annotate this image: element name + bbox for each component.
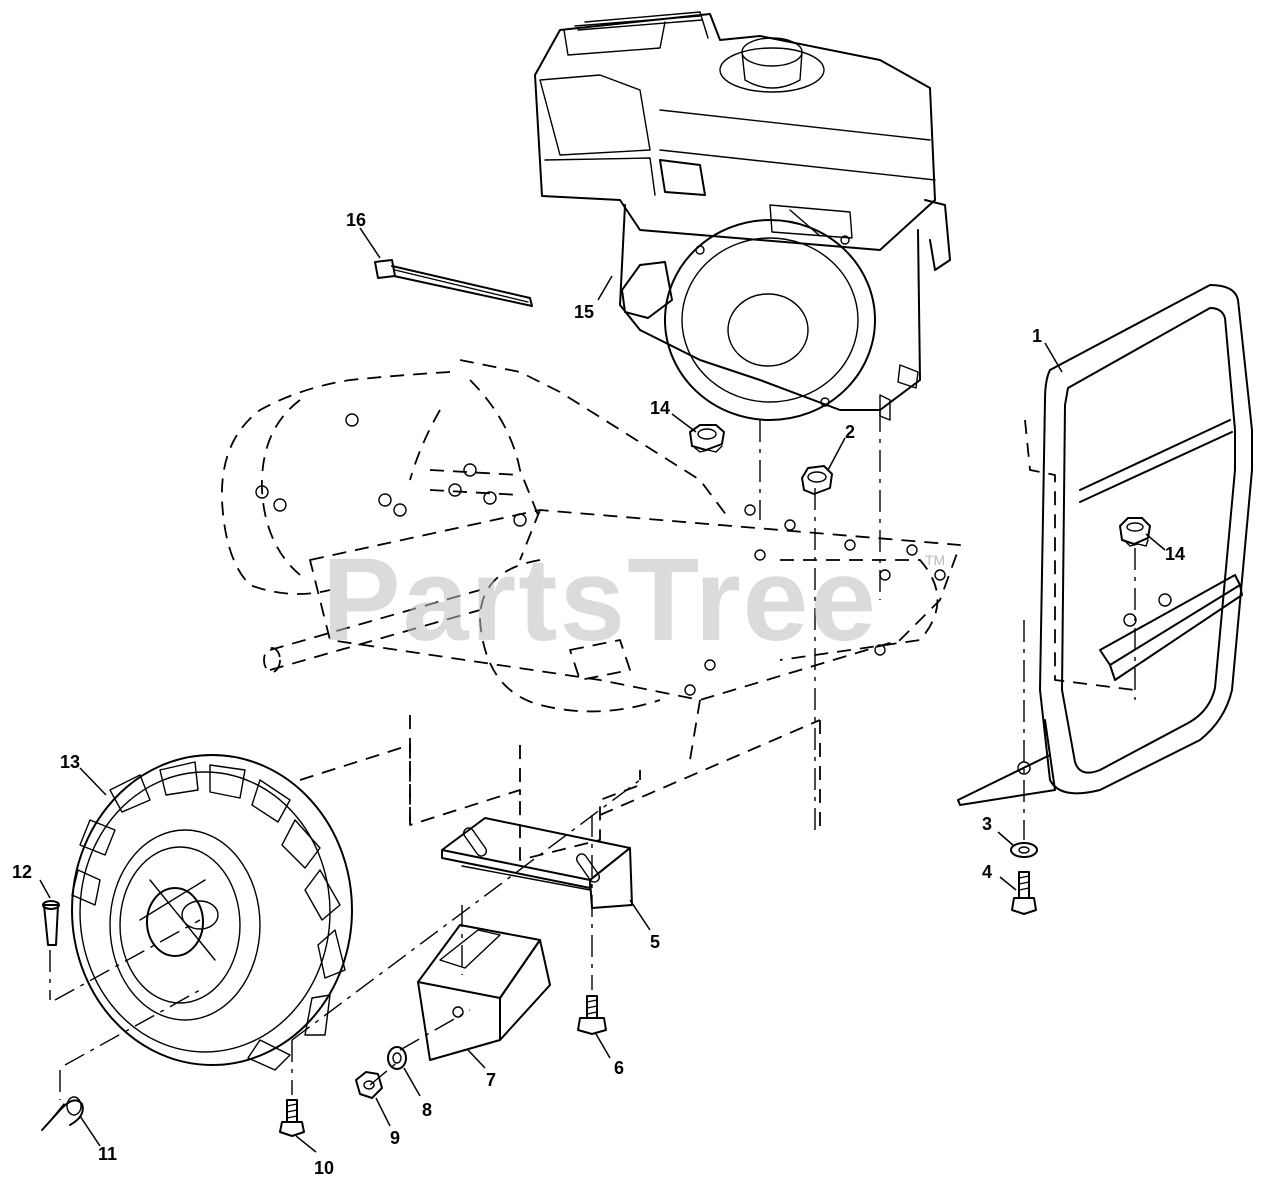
callout-14b[interactable]: 14 (1165, 544, 1185, 564)
leader-lines (39, 227, 1166, 1153)
hex-nut-part[interactable] (801, 465, 833, 495)
hairpin-clip-part[interactable] (41, 1096, 84, 1131)
bumper-bracket-part[interactable] (957, 284, 1253, 806)
callout-12[interactable]: 12 (12, 862, 32, 882)
callout-6[interactable]: 6 (614, 1058, 624, 1078)
flange-nut-part-upper[interactable] (689, 424, 725, 453)
clevis-pin-part[interactable] (42, 900, 60, 946)
bracket-plate-part[interactable] (441, 817, 633, 909)
watermark-text: PartsTree (322, 534, 878, 666)
callout-8[interactable]: 8 (422, 1100, 432, 1120)
callout-3[interactable]: 3 (982, 814, 992, 834)
wheel-tire-part[interactable] (71, 754, 353, 1071)
callout-1[interactable]: 1 (1032, 326, 1042, 346)
wheel-weight-part[interactable] (417, 924, 551, 1061)
callout-7[interactable]: 7 (486, 1070, 496, 1090)
callout-16[interactable]: 16 (346, 210, 366, 230)
tiller-frame-phantom (221, 359, 1136, 861)
callout-labels: 1 2 3 4 5 6 7 8 9 10 11 12 13 14 14 15 1… (12, 210, 1185, 1178)
callout-9[interactable]: 9 (390, 1128, 400, 1148)
hex-nut-part-small[interactable] (355, 1071, 383, 1099)
hex-bolt-part-small[interactable] (279, 1099, 305, 1137)
hex-bolt-part[interactable] (1011, 871, 1037, 915)
engine-part[interactable] (534, 11, 951, 421)
callout-5[interactable]: 5 (650, 932, 660, 952)
callout-14a[interactable]: 14 (650, 398, 670, 418)
watermark-trademark: TM (925, 552, 945, 568)
lock-washer-part[interactable] (387, 1046, 407, 1070)
assembly-centerlines (49, 410, 1136, 1100)
callout-15[interactable]: 15 (574, 302, 594, 322)
flange-nut-part-right[interactable] (1119, 517, 1151, 547)
callout-2[interactable]: 2 (845, 422, 855, 442)
callout-13[interactable]: 13 (60, 752, 80, 772)
callout-11[interactable]: 11 (98, 1144, 117, 1164)
callout-4[interactable]: 4 (982, 862, 992, 882)
cable-tie-part[interactable] (374, 259, 533, 307)
flat-washer-part[interactable] (1010, 842, 1038, 858)
callout-10[interactable]: 10 (314, 1158, 334, 1178)
carriage-bolt-part[interactable] (577, 995, 607, 1035)
